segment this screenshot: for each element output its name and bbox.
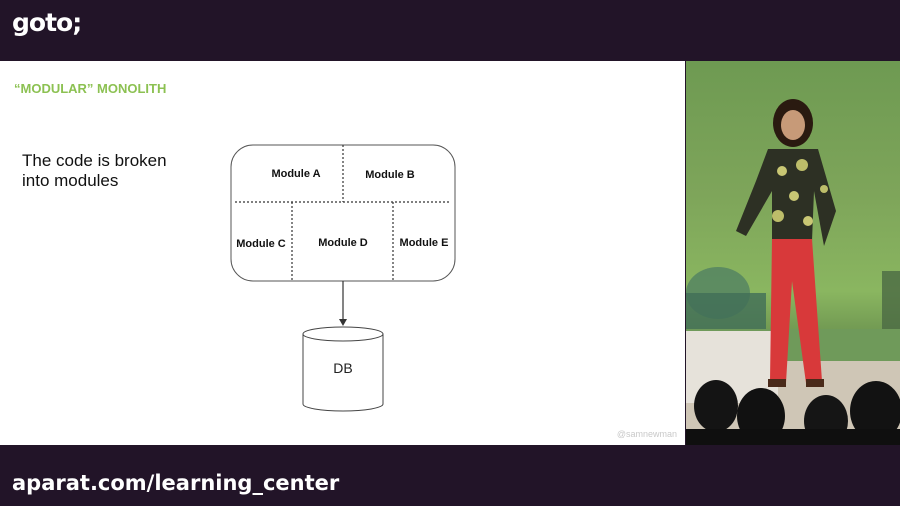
- arrow-head: [339, 319, 347, 326]
- db-label: DB: [333, 360, 352, 376]
- monolith-diagram: Module A Module B Module C Module D Modu…: [230, 144, 456, 412]
- twitter-handle: @samnewman: [616, 429, 677, 439]
- db-top: [302, 326, 384, 342]
- speaker-video: [686, 61, 900, 445]
- speaker: [736, 99, 836, 387]
- slide-body-text: The code is broken into modules: [22, 151, 212, 191]
- db-body: [302, 334, 384, 412]
- speaker-shoe-right: [806, 379, 824, 387]
- audience-silhouettes: [686, 380, 900, 445]
- goto-logo: goto;: [12, 8, 82, 37]
- speaker-shirt: [736, 149, 836, 246]
- database-cylinder: DB: [302, 326, 384, 412]
- bottom-bar: aparat.com/learning_center: [0, 445, 900, 506]
- body-line: The code is broken: [22, 151, 167, 170]
- module-b-label: Module B: [365, 169, 415, 181]
- speaker-pants: [770, 239, 822, 383]
- top-bar: goto;: [0, 0, 900, 60]
- module-c-label: Module C: [236, 238, 286, 250]
- dome-base: [686, 293, 766, 331]
- module-e-label: Module E: [400, 237, 449, 249]
- right-structure: [882, 271, 900, 331]
- watermark-text: aparat.com/learning_center: [12, 471, 340, 495]
- slide-title: “MODULAR” MONOLITH: [14, 81, 167, 96]
- module-a-label: Module A: [271, 168, 320, 180]
- speaker-scene: [686, 99, 900, 445]
- presentation-slide: “MODULAR” MONOLITH The code is broken in…: [0, 61, 685, 445]
- speaker-face: [781, 110, 805, 140]
- module-d-label: Module D: [318, 237, 368, 249]
- speaker-shoe-left: [768, 379, 786, 387]
- body-line: into modules: [22, 171, 119, 190]
